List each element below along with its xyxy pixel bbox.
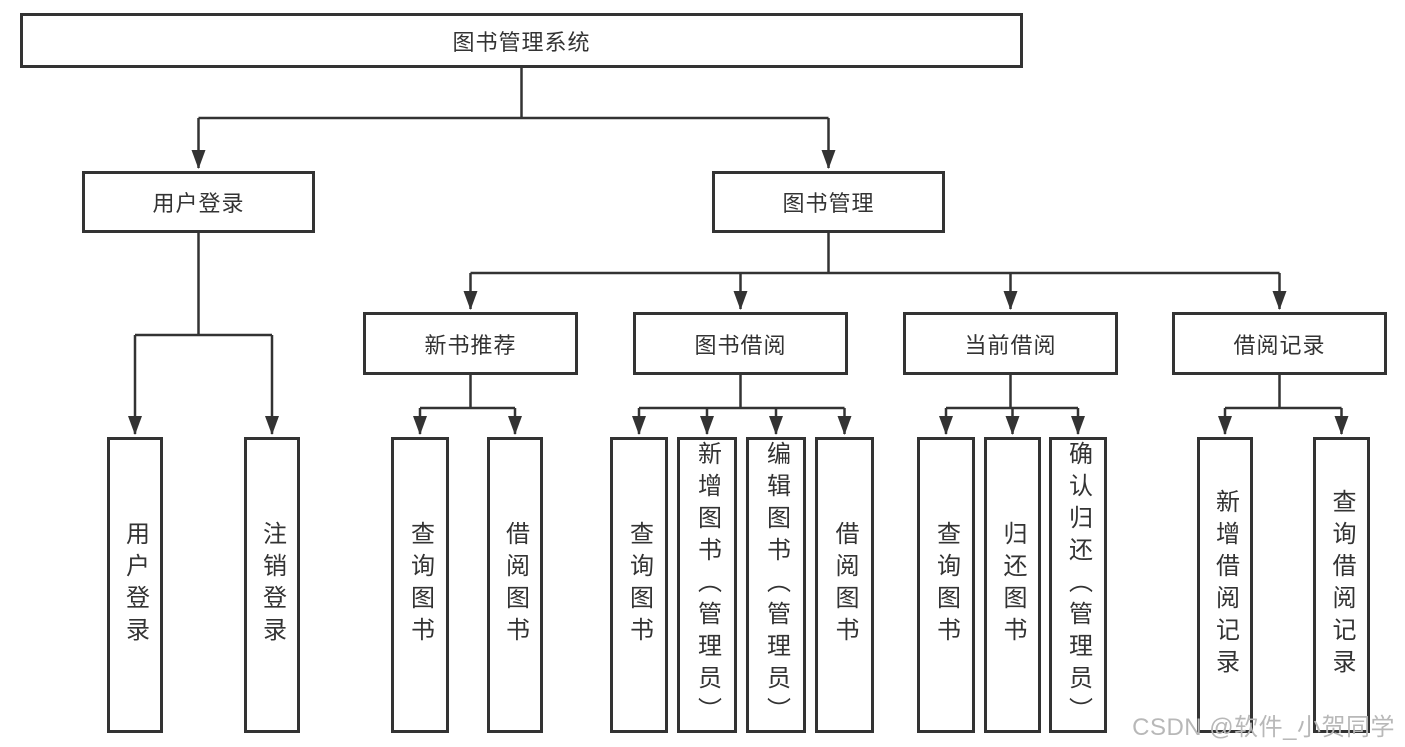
leaf-label: 查询图书 xyxy=(932,521,960,649)
leaf-query-borrow-record: 查询借阅记录 xyxy=(1313,437,1370,733)
wires-book-mgmt xyxy=(463,233,1287,310)
node-label: 新书推荐 xyxy=(424,332,517,358)
leaf-query-books-borrow: 查询图书 xyxy=(610,437,668,733)
node-label: 借阅记录 xyxy=(1233,332,1326,358)
leaf-borrow-books-rec: 借阅图书 xyxy=(487,437,543,733)
leaf-label: 确认归还（管理员） xyxy=(1064,441,1092,729)
leaf-borrow-books: 借阅图书 xyxy=(815,437,874,733)
leaf-query-books-rec: 查询图书 xyxy=(391,437,449,733)
node-new-book-rec: 新书推荐 xyxy=(363,312,578,375)
node-user-login-group: 用户登录 xyxy=(82,171,315,233)
leaf-label: 新增借阅记录 xyxy=(1211,489,1239,681)
node-label: 图书借阅 xyxy=(694,332,787,358)
leaf-label: 查询借阅记录 xyxy=(1328,489,1355,681)
leaf-edit-book-admin: 编辑图书（管理员） xyxy=(746,437,806,733)
node-label: 当前借阅 xyxy=(964,332,1057,358)
leaf-add-book-admin: 新增图书（管理员） xyxy=(677,437,737,733)
node-book-borrow: 图书借阅 xyxy=(633,312,848,375)
node-borrow-records: 借阅记录 xyxy=(1172,312,1387,375)
node-book-mgmt: 图书管理 xyxy=(712,171,945,233)
leaf-label: 用户登录 xyxy=(121,521,149,649)
wires-borrow-records xyxy=(1218,375,1349,435)
leaf-return-book: 归还图书 xyxy=(984,437,1041,733)
leaf-label: 借阅图书 xyxy=(501,521,529,649)
leaf-add-borrow-record: 新增借阅记录 xyxy=(1197,437,1253,733)
wires-root xyxy=(191,68,836,169)
leaf-user-login: 用户登录 xyxy=(107,437,163,733)
node-label: 用户登录 xyxy=(152,191,245,216)
node-current-borrow: 当前借阅 xyxy=(903,312,1118,375)
leaf-logout: 注销登录 xyxy=(244,437,300,733)
leaf-label: 查询图书 xyxy=(406,521,434,649)
leaf-label: 借阅图书 xyxy=(831,521,858,649)
leaf-query-books-current: 查询图书 xyxy=(917,437,975,733)
leaf-label: 编辑图书（管理员） xyxy=(762,441,790,729)
leaf-label: 新增图书（管理员） xyxy=(693,441,721,729)
wires-user-login xyxy=(128,233,279,435)
wires-new-book-rec xyxy=(413,375,522,435)
leaf-label: 归还图书 xyxy=(999,521,1026,649)
leaf-confirm-return-admin: 确认归还（管理员） xyxy=(1049,437,1107,733)
node-label: 图书管理 xyxy=(782,191,875,216)
wires-current-borrow xyxy=(939,375,1085,435)
leaf-label: 查询图书 xyxy=(625,521,653,649)
node-root-label: 图书管理系统 xyxy=(452,29,591,55)
leaf-label: 注销登录 xyxy=(258,521,286,649)
wires-book-borrow xyxy=(632,375,852,435)
node-root: 图书管理系统 xyxy=(20,13,1023,68)
